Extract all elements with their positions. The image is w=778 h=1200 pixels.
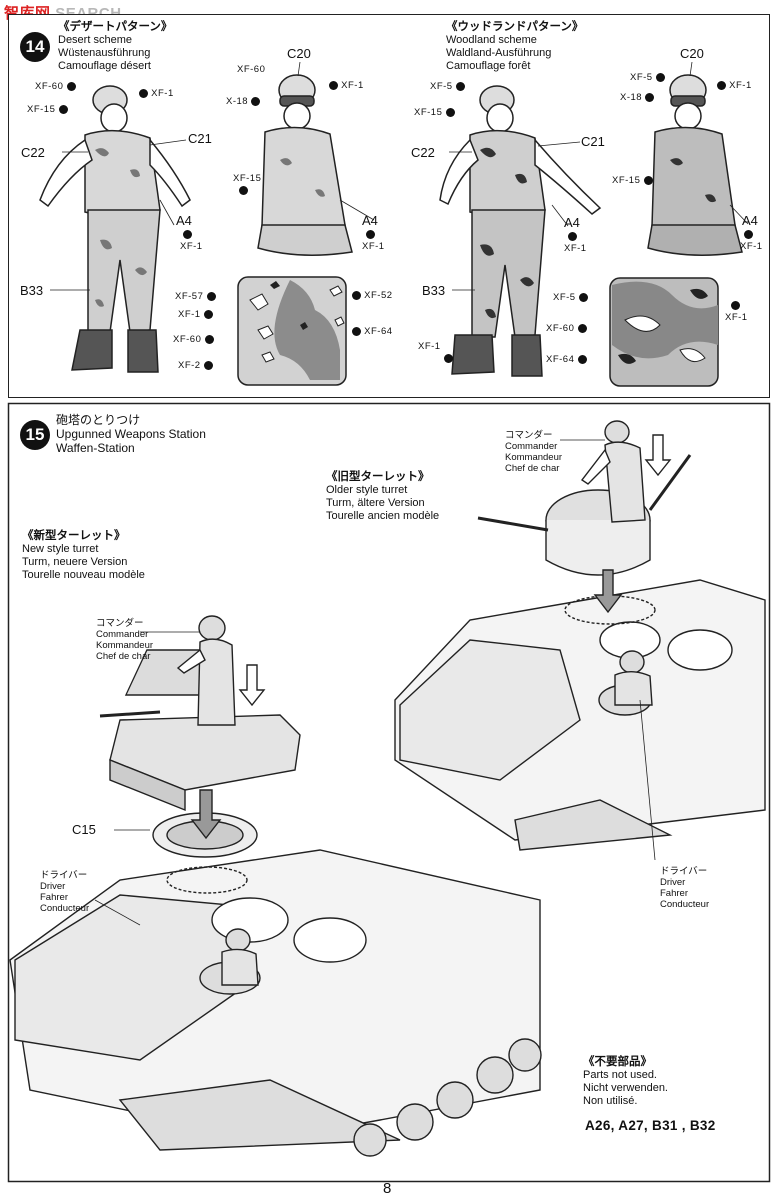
step-15-title-de: Waffen-Station: [56, 441, 135, 455]
wood-a4-xf1: XF-1: [564, 231, 587, 255]
desert-line-2: Wüstenausführung: [58, 47, 151, 59]
desert-xf60-head: XF-60: [35, 81, 76, 92]
wood-kneel-xf1: XF-1: [717, 80, 752, 91]
page-number: 8: [383, 1180, 392, 1197]
wood-kneel-a4-xf1: XF-1: [740, 229, 763, 253]
leader-lines-14: [50, 61, 749, 291]
leader-lines-15: [94, 439, 656, 926]
woodland-line-3: Camouflage forêt: [446, 60, 531, 72]
vehicle-old-turret: [124, 579, 766, 851]
desert-line-3: Camouflage désert: [58, 60, 151, 72]
desert-kneeling-figure: [257, 74, 353, 256]
desert-swatch: [237, 276, 347, 386]
desert-swatch-xf52: XF-52: [352, 290, 393, 301]
unused-parts-list: A26, A27, B31 , B32: [585, 1118, 716, 1133]
step-15-title: 砲塔のとりつけ Upgunned Weapons Station Waffen-…: [56, 413, 206, 455]
desert-xf15-body: XF-15: [27, 104, 68, 115]
desert-kneel-a4: A4: [362, 213, 378, 228]
desert-xf1-head: XF-1: [139, 88, 174, 99]
wood-b33: B33: [422, 283, 446, 298]
wood-xf5-head: XF-5: [430, 81, 465, 92]
wood-swatch-xf60: XF-60: [546, 323, 587, 334]
old-turret-driver: [614, 650, 653, 706]
arrows-new: [190, 664, 266, 840]
wood-kneel-c20: C20: [680, 46, 704, 61]
new-turret-caption: 《新型ターレット》 New style turret Turm, neuere …: [22, 530, 145, 581]
wood-swatch-xf5: XF-5: [553, 292, 588, 303]
step-15-title-en: Upgunned Weapons Station: [56, 427, 206, 441]
driver-left-caption: ドライバー Driver Fahrer Conducteur: [40, 870, 90, 914]
new-turret-commander: [176, 615, 236, 726]
step-15-number: 15: [20, 420, 50, 450]
woodland-line-2: Waldland-Ausführung: [446, 47, 552, 59]
wood-a4: A4: [564, 215, 580, 230]
desert-swatch-xf60: XF-60: [173, 334, 214, 345]
desert-a4-xf1: XF-1: [180, 229, 203, 253]
step-15-title-jp: 砲塔のとりつけ: [56, 413, 141, 427]
wood-boot-xf1: XF-1: [418, 341, 453, 365]
woodland-title: 《ウッドランドパターン》: [446, 21, 584, 33]
woodland-camo-marks: [480, 147, 534, 319]
new-turret-driver: [221, 928, 259, 986]
woodland-kneeling-figure: [647, 74, 743, 256]
wood-c21: C21: [581, 134, 605, 149]
desert-kneel-xf15: XF-15: [233, 173, 261, 197]
woodland-standing-figure: [439, 85, 602, 377]
driver-right-caption: ドライバー Driver Fahrer Conducteur: [660, 866, 710, 910]
desert-title: 《デザートパターン》: [58, 21, 173, 33]
desert-b33: B33: [20, 283, 44, 298]
wood-swatch-xf1: XF-1: [725, 300, 748, 324]
commander-left-caption: コマンダー Commander Kommandeur Chef de char: [96, 618, 154, 662]
woodland-swatch: [609, 277, 719, 387]
desert-line-1: Desert scheme: [58, 34, 132, 46]
desert-kneel-xf1: XF-1: [329, 80, 364, 91]
track-wheels: [353, 1038, 542, 1157]
desert-c21: C21: [188, 131, 212, 146]
vehicle-new-turret: [9, 849, 541, 1151]
wood-kneel-xf5: XF-5: [630, 72, 665, 83]
wood-kneel-x18: X-18: [620, 92, 655, 103]
desert-c22: C22: [21, 145, 45, 160]
desert-kneel-c20: C20: [287, 46, 311, 61]
desert-scheme-caption: 《デザートパターン》 Desert scheme Wüstenausführun…: [58, 20, 172, 73]
commander-top-caption: コマンダー Commander Kommandeur Chef de char: [505, 430, 563, 474]
desert-swatch-xf1: XF-1: [178, 309, 213, 320]
desert-swatch-xf2: XF-2: [178, 360, 213, 371]
wood-xf15-body: XF-15: [414, 107, 455, 118]
desert-kneel-a4-xf1: XF-1: [362, 229, 385, 253]
old-turret-commander: [580, 420, 646, 523]
desert-swatch-xf57: XF-57: [175, 291, 216, 302]
woodland-kneeling-camo: [670, 158, 716, 203]
old-turret-caption: 《旧型ターレット》 Older style turret Turm, älter…: [326, 471, 440, 522]
desert-a4: A4: [176, 213, 192, 228]
step-15-panel: [7, 402, 771, 1183]
desert-kneel-xf60: XF-60: [237, 64, 266, 75]
woodland-line-1: Woodland scheme: [446, 34, 537, 46]
wood-c22: C22: [411, 145, 435, 160]
wood-kneel-a4: A4: [742, 213, 758, 228]
wood-swatch-xf64: XF-64: [546, 354, 587, 365]
step-14-number: 14: [20, 32, 50, 62]
desert-kneel-x18: X-18: [226, 96, 261, 107]
desert-swatch-xf64: XF-64: [352, 326, 393, 337]
c15-label: C15: [72, 822, 96, 837]
desert-standing-figure: [39, 85, 191, 373]
unused-parts-caption: 《不要部品》 Parts not used. Nicht verwenden. …: [583, 1056, 668, 1107]
desert-kneeling-camo: [280, 158, 325, 197]
arrows-old: [593, 434, 672, 614]
woodland-scheme-caption: 《ウッドランドパターン》 Woodland scheme Waldland-Au…: [446, 20, 583, 73]
desert-camo-marks: [95, 148, 147, 307]
wood-kneel-xf15: XF-15: [612, 175, 653, 186]
